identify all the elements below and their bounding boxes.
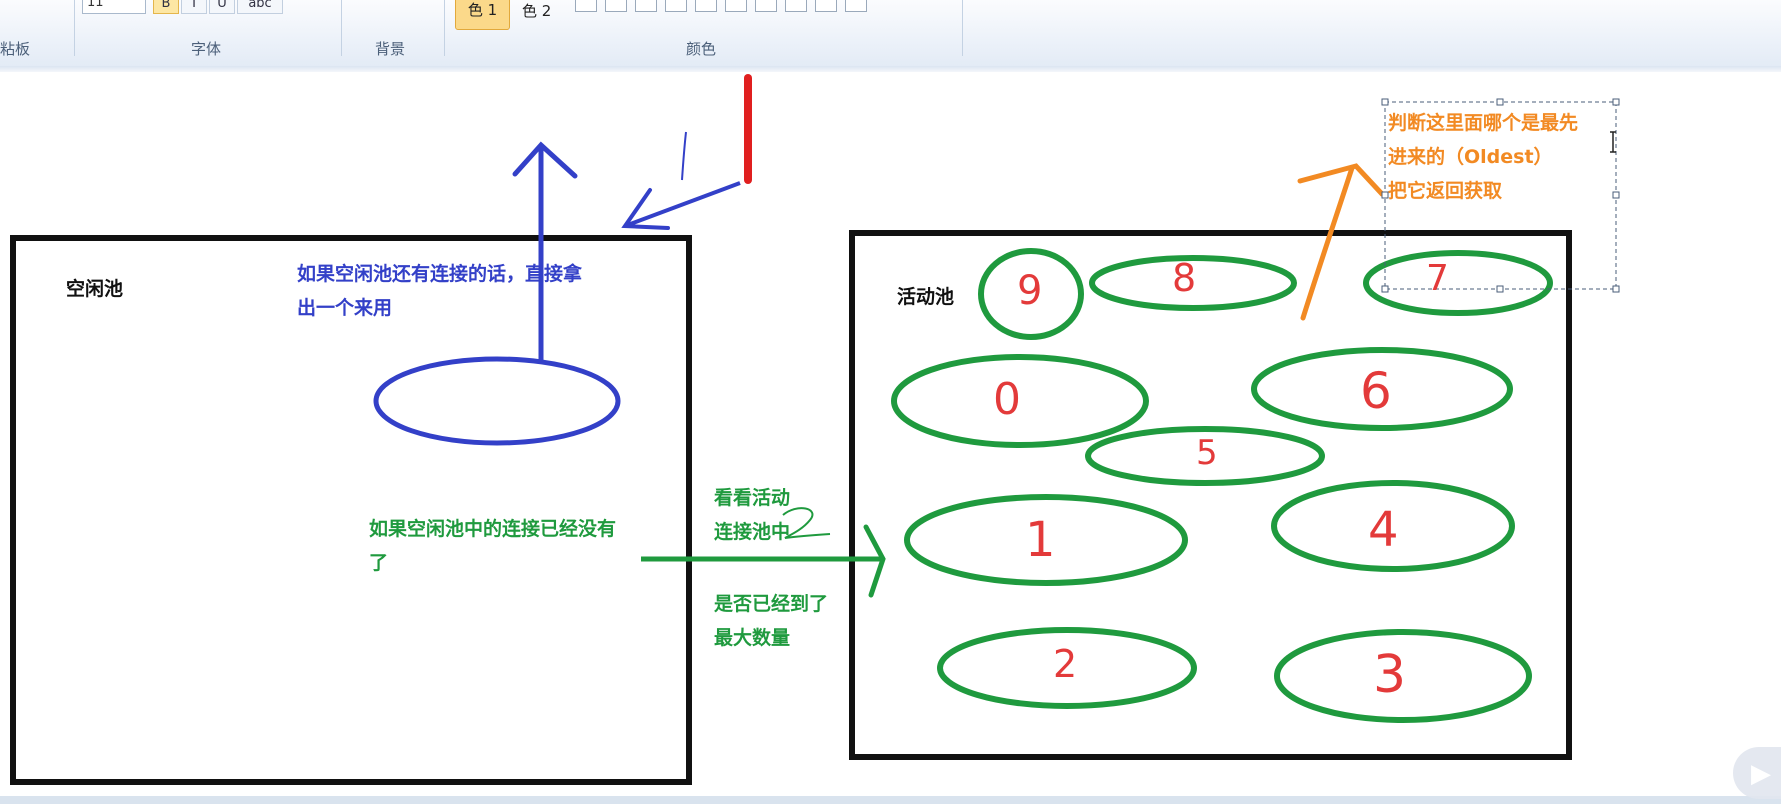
color-swatch[interactable] [815,0,837,12]
active-connection-ellipse [1274,629,1532,723]
ribbon-toolbar: 11 B I U abc 粘板 字体 背景 色 1 色 2 颜色 [0,0,1781,67]
selection-handle [1381,191,1389,199]
active-connection-ellipse [978,248,1084,340]
idle-empty-note-line1: 如果空闲池中的连接已经没有 [369,518,617,540]
active-connections [891,248,1553,723]
font-group-label: 字体 [191,40,222,58]
text-cursor-icon [1610,131,1616,153]
selection-handles [1381,98,1620,293]
connection-number: 3 [1373,645,1407,705]
background-group-label: 背景 [375,40,406,58]
oldest-note-line1[interactable]: 判断这里面哪个是最先 [1388,112,1579,134]
color1-button[interactable]: 色 1 [455,0,510,30]
green-arrow-head [863,524,886,598]
idle-pool-box [10,235,692,785]
play-icon: ▶ [1751,759,1771,789]
color-swatch[interactable] [725,0,747,12]
blue-diagonal-arrow-head [621,188,670,230]
oldest-note-line3[interactable]: 把它返回获取 [1388,180,1503,202]
selection-handle [1612,191,1620,199]
color-swatch[interactable] [575,0,597,12]
connection-number: 1 [1025,512,1056,568]
connection-number: 9 [1017,268,1043,314]
connection-number: 6 [1360,362,1392,420]
active-connection-ellipse [1271,480,1515,572]
connection-number: 5 [1196,433,1218,473]
connection-number: 7 [1426,258,1449,299]
selection-handle [1496,285,1504,293]
color-swatch[interactable] [755,0,777,12]
bold-button[interactable]: B [153,0,179,14]
color-swatch[interactable] [635,0,657,12]
selection-handle [1612,98,1620,106]
idle-empty-note-line2: 了 [369,552,389,574]
oldest-note-line2[interactable]: 进来的（Oldest） [1388,146,1553,168]
strikethrough-button[interactable]: abc [237,0,283,14]
selection-handle [1612,285,1620,293]
idle-pool-note-line2: 出一个来用 [297,297,393,319]
orange-arrow-head [1297,163,1385,197]
font-size-select[interactable]: 11 [82,0,146,14]
ribbon-bottom-edge [0,66,1781,72]
color-swatch[interactable] [605,0,627,12]
selection-handle [1496,98,1504,106]
connection-number: 4 [1368,502,1399,558]
active-connection-ellipse [1085,426,1325,486]
check-note-line1: 看看活动 [714,487,791,509]
connection-number: 2 [1053,642,1078,686]
color-swatch[interactable] [695,0,717,12]
idle-pool-note-line1: 如果空闲池还有连接的话，直接拿 [297,263,583,285]
orange-arrow-shaft [1300,165,1355,321]
color-swatch[interactable] [665,0,687,12]
selection-handle [1381,98,1389,106]
ribbon-separator [444,0,445,56]
blue-diagonal-arrow-shaft [624,181,741,228]
connection-number: 8 [1172,256,1197,300]
active-pool-box [849,230,1572,760]
active-connection-ellipse [1251,347,1513,431]
color-swatch[interactable] [845,0,867,12]
active-connection-ellipse [891,354,1149,448]
ribbon-separator [962,0,963,56]
active-connection-ellipse [937,627,1197,709]
video-play-button[interactable]: ▶ [1733,747,1781,799]
connection-number: 0 [993,374,1021,425]
blue-up-arrow-head [512,141,578,179]
check-note-line4: 最大数量 [714,627,791,649]
idle-connection-ellipse [373,356,621,446]
active-pool-label: 活动池 [897,286,955,308]
check-note-line3: 是否已经到了 [714,593,829,615]
color2-button[interactable]: 色 2 [522,2,552,20]
active-connection-ellipse [1089,255,1297,311]
step-one-mark [681,131,687,181]
active-connection-ellipse [1363,250,1553,316]
step-two-mark [782,507,831,539]
ribbon-separator [341,0,342,56]
color-swatch[interactable] [785,0,807,12]
active-connection-ellipse [904,494,1188,586]
canvas-bottom-edge [0,796,1781,804]
colors-group-label: 颜色 [686,40,717,58]
idle-pool-label: 空闲池 [66,278,124,300]
check-note-line2: 连接池中 [714,521,791,543]
clipboard-group-label: 粘板 [0,40,31,58]
underline-button[interactable]: U [209,0,235,14]
italic-button[interactable]: I [181,0,207,14]
ribbon-separator [74,0,75,56]
selection-handle [1381,285,1389,293]
